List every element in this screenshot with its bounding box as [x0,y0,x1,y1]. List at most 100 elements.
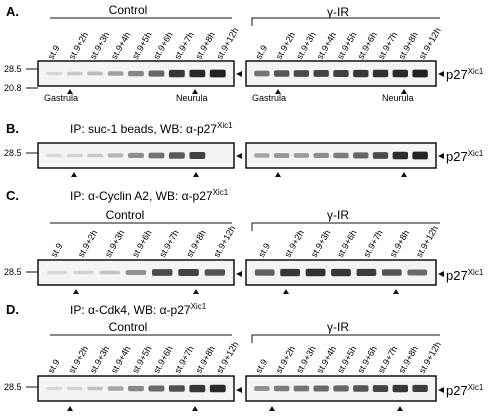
band-arrow [438,71,444,77]
stage-marker-icon [275,89,281,94]
stage-marker-icon [283,289,289,294]
stage-marker-icon [401,172,407,177]
band [148,385,165,392]
protein-label: p27Xic1 [446,268,484,283]
band [73,270,94,275]
band-arrow [438,153,444,159]
stage-marker-icon [193,289,199,294]
mw-marker: 20.8 [4,83,22,93]
band [412,384,428,392]
lane-label: st.9+2h [282,228,306,259]
band [313,385,329,392]
lane-label: st.9 [253,357,269,375]
band [178,269,199,276]
mw-marker: 28.5 [4,267,22,277]
band [356,268,377,276]
lane-label: st.9+12h [417,26,443,61]
panel-title: IP: suc-1 beads, WB: α-p27Xic1 [70,121,233,136]
band-arrow [438,387,444,393]
band [293,385,310,392]
band-arrow [438,271,444,277]
band [209,384,226,393]
stage-marker-icon [401,89,407,94]
stage-marker-icon [192,89,198,94]
band [280,268,300,277]
band [209,69,226,78]
band [254,269,275,276]
stage-marker-icon [67,406,73,411]
band [128,70,144,77]
band [372,69,389,78]
lane-label: st.9+6h [335,228,359,259]
band [254,153,270,158]
band [168,152,185,159]
band [372,385,389,392]
group-label-irradiated: γ-IR [327,208,349,222]
lane-label: st.9+8h [388,228,412,259]
band [204,269,226,276]
band [254,386,270,391]
band-arrow [236,153,242,159]
panel-title-superscript: Xic1 [213,188,229,197]
band [66,71,83,76]
stage-label: Neurula [382,93,414,103]
band [333,152,349,159]
protein-name: p27 [446,67,468,82]
mw-marker: 28.5 [4,382,22,392]
band [107,71,124,76]
band [107,153,124,158]
band [168,69,185,78]
lane-label: st.9 [49,241,65,259]
lane-label: st.9 [256,241,272,259]
band [128,385,144,392]
band [148,70,165,77]
band [392,151,408,160]
stage-marker-icon [397,406,403,411]
band [274,153,290,158]
group-label-irradiated: γ-IR [327,5,349,19]
band [293,70,310,77]
stage-label: Gastrula [44,93,78,103]
band [189,152,206,159]
panel-title-superscript: Xic1 [217,121,233,130]
lane-label: st.9+7h [361,228,385,259]
stage-marker-icon [71,172,77,177]
band [66,153,83,158]
protein-label: p27Xic1 [446,67,484,82]
group-bracket [251,334,440,343]
band [381,269,402,276]
group-label-control: Control [109,3,148,17]
band [125,270,147,275]
band [305,268,326,277]
band [331,268,351,277]
protein-name: p27 [446,268,468,283]
panel-letter: B. [6,121,19,136]
lane-label: st.9+12h [414,224,440,259]
group-bracket [251,17,440,26]
lane-label: st.9+12h [214,340,240,375]
panel-title: IP: α-Cdk4, WB: α-p27Xic1 [70,302,207,317]
group-label-control: Control [109,320,148,334]
band [392,384,408,393]
panel-title-text: IP: α-Cdk4, WB: α-p27 [70,303,191,317]
protein-name: p27 [446,149,468,164]
band-arrow [236,71,242,77]
band [293,153,310,158]
band [392,69,408,78]
band [46,386,63,391]
panel-letter: C. [6,188,19,203]
lane-label: st.9+2h [76,228,100,259]
stage-marker-icon [73,289,79,294]
band [128,152,144,158]
band [46,153,63,158]
protein-label: p27Xic1 [446,383,484,398]
band [274,385,290,392]
panel-title-superscript: Xic1 [191,302,207,311]
band [107,386,124,391]
band-arrow [236,387,242,393]
protein-superscript: Xic1 [468,67,484,76]
panel-title: IP: α-Cyclin A2, WB: α-p27Xic1 [70,188,229,203]
mw-marker: 28.5 [4,64,22,74]
band [254,70,270,77]
